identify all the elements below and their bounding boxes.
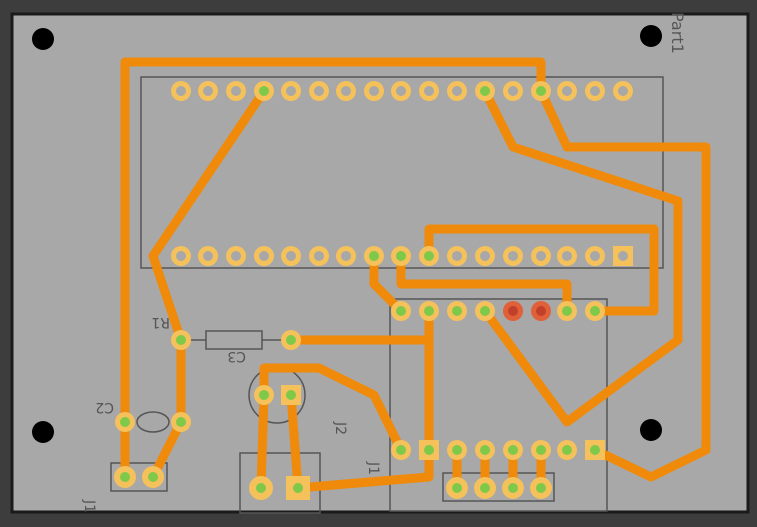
silk-c2-body xyxy=(136,411,170,433)
trace-right-long xyxy=(536,86,711,482)
module-bottom-pin-row xyxy=(391,440,605,460)
label-r1: R1 xyxy=(151,314,170,330)
silk-header-outline xyxy=(442,472,555,502)
trace-top-bus xyxy=(120,57,546,427)
trace-r1-mcu xyxy=(148,86,269,345)
mcu-bottom-pin-row xyxy=(171,246,633,266)
trace-loop-lower xyxy=(396,251,572,316)
module-top-pin-row xyxy=(391,301,605,321)
mounting-hole-tr xyxy=(640,25,662,47)
trace-mid-diag xyxy=(480,86,683,427)
component-pads xyxy=(114,330,310,500)
label-j1: J1 xyxy=(365,461,381,475)
label-part1: Part1 xyxy=(668,12,687,54)
mounting-hole-tl xyxy=(32,28,54,50)
label-j2: J2 xyxy=(332,421,348,435)
label-c2: C2 xyxy=(95,399,114,415)
trace-led-j2b xyxy=(286,390,303,493)
trace-led-j2a xyxy=(256,390,269,493)
trace-loop-upper xyxy=(424,224,659,316)
mounting-hole-bl xyxy=(32,421,54,443)
silk-module-outline xyxy=(389,298,608,512)
header-pins xyxy=(446,477,552,499)
label-c3: C3 xyxy=(227,348,246,364)
label-bottom-left: J1 xyxy=(81,499,97,513)
mcu-top-pin-row xyxy=(171,81,633,101)
trace-led-path xyxy=(259,363,406,455)
silk-j1-outline xyxy=(110,462,168,492)
mounting-hole-br xyxy=(640,419,662,441)
